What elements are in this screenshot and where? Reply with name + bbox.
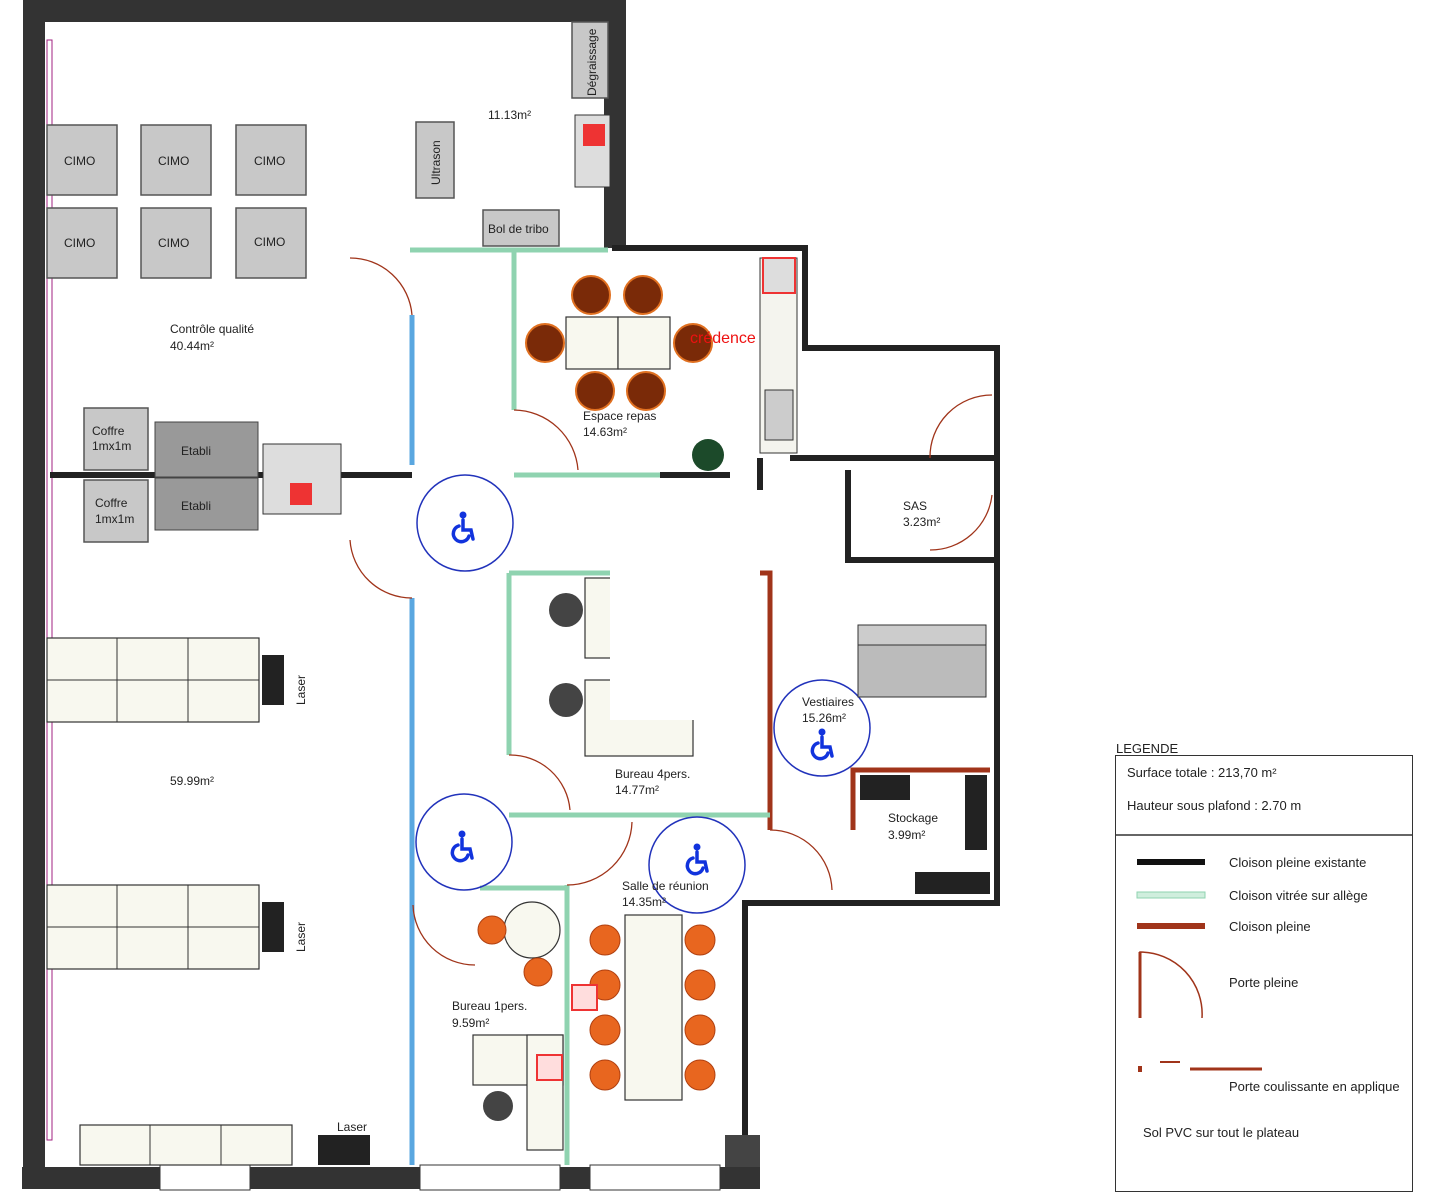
- wheelchair-icon: [810, 726, 834, 761]
- legend-surface: Surface totale : 213,70 m²: [1127, 765, 1277, 780]
- credence-label: crédence: [690, 330, 756, 347]
- cimo-label: CIMO: [158, 154, 189, 168]
- room-area: 3.23m²: [903, 515, 940, 529]
- legend-title: LEGENDE: [1116, 741, 1179, 756]
- room-labels: 11.13m² Contrôle qualité 40.44m² 59.99m²…: [170, 108, 940, 1030]
- cimo-label: CIMO: [64, 236, 95, 250]
- room-name: Bureau 4pers.: [615, 767, 690, 781]
- exterior-walls: [22, 0, 1000, 1191]
- room-name: Bureau 1pers.: [452, 999, 527, 1013]
- room-area: 40.44m²: [170, 339, 214, 353]
- legend: [1115, 755, 1413, 1192]
- cimo-machines: CIMO CIMO CIMO CIMO CIMO CIMO: [46, 124, 307, 279]
- laser-label: Laser: [294, 922, 308, 952]
- laser-label: Laser: [337, 1120, 367, 1134]
- room-name: Salle de réunion: [622, 879, 709, 893]
- bureau-1-furniture: [472, 901, 564, 1151]
- partitions: [50, 247, 997, 1165]
- bol-label: Bol de tribo: [488, 222, 549, 236]
- room-name: SAS: [903, 499, 927, 513]
- room-area: 14.63m²: [583, 425, 627, 439]
- degraissage-label: Dégraissage: [585, 28, 599, 96]
- room-area: 9.59m²: [452, 1016, 489, 1030]
- doors: [349, 257, 993, 966]
- cimo-label: CIMO: [64, 154, 95, 168]
- coffre-size: 1mx1m: [95, 512, 134, 526]
- coffre-label: Coffre: [95, 496, 128, 510]
- equipment: Ultrason Dégraissage Bol de tribo Coffre…: [46, 21, 611, 1166]
- room-area: 3.99m²: [888, 828, 925, 842]
- legend-item-label: Cloison pleine existante: [1229, 855, 1367, 870]
- cimo-label: CIMO: [158, 236, 189, 250]
- cimo-label: CIMO: [254, 235, 285, 249]
- coffre-size: 1mx1m: [92, 439, 131, 453]
- room-area: 14.35m²: [622, 895, 666, 909]
- accessibility-circles: [415, 474, 871, 914]
- cimo-label: CIMO: [254, 154, 285, 168]
- legend-item-label: Porte coulissante en applique: [1229, 1079, 1400, 1094]
- wheelchair-icon: [685, 841, 709, 876]
- etabli-label: Etabli: [181, 444, 211, 458]
- wheelchair-icon: [450, 828, 474, 863]
- legend-note: Sol PVC sur tout le plateau: [1143, 1125, 1300, 1140]
- ultrason-label: Ultrason: [429, 140, 443, 185]
- coffre-label: Coffre: [92, 424, 125, 438]
- legend-item-label: Cloison pleine: [1229, 919, 1311, 934]
- lockers: [857, 624, 990, 894]
- room-area: 11.13m²: [488, 108, 531, 122]
- legend-item-label: Cloison vitrée sur allège: [1229, 888, 1368, 903]
- room-area: 14.77m²: [615, 783, 659, 797]
- legend-hauteur: Hauteur sous plafond : 2.70 m: [1127, 798, 1302, 813]
- legend-symbols: [1115, 834, 1412, 1072]
- room-name: Stockage: [888, 811, 938, 825]
- laser-label: Laser: [294, 675, 308, 705]
- room-area: 15.26m²: [802, 711, 846, 725]
- room-area: 59.99m²: [170, 774, 214, 788]
- dining-area: crédence: [525, 257, 798, 471]
- room-name: Vestiaires: [802, 695, 854, 709]
- room-name: Contrôle qualité: [170, 322, 254, 336]
- meeting-room-furniture: [571, 914, 716, 1101]
- legend-item-label: Porte pleine: [1229, 975, 1299, 990]
- wheelchair-icon: [451, 509, 475, 544]
- bureau-4-furniture: [549, 570, 760, 757]
- etabli-label: Etabli: [181, 499, 211, 513]
- room-name: Espace repas: [583, 409, 656, 423]
